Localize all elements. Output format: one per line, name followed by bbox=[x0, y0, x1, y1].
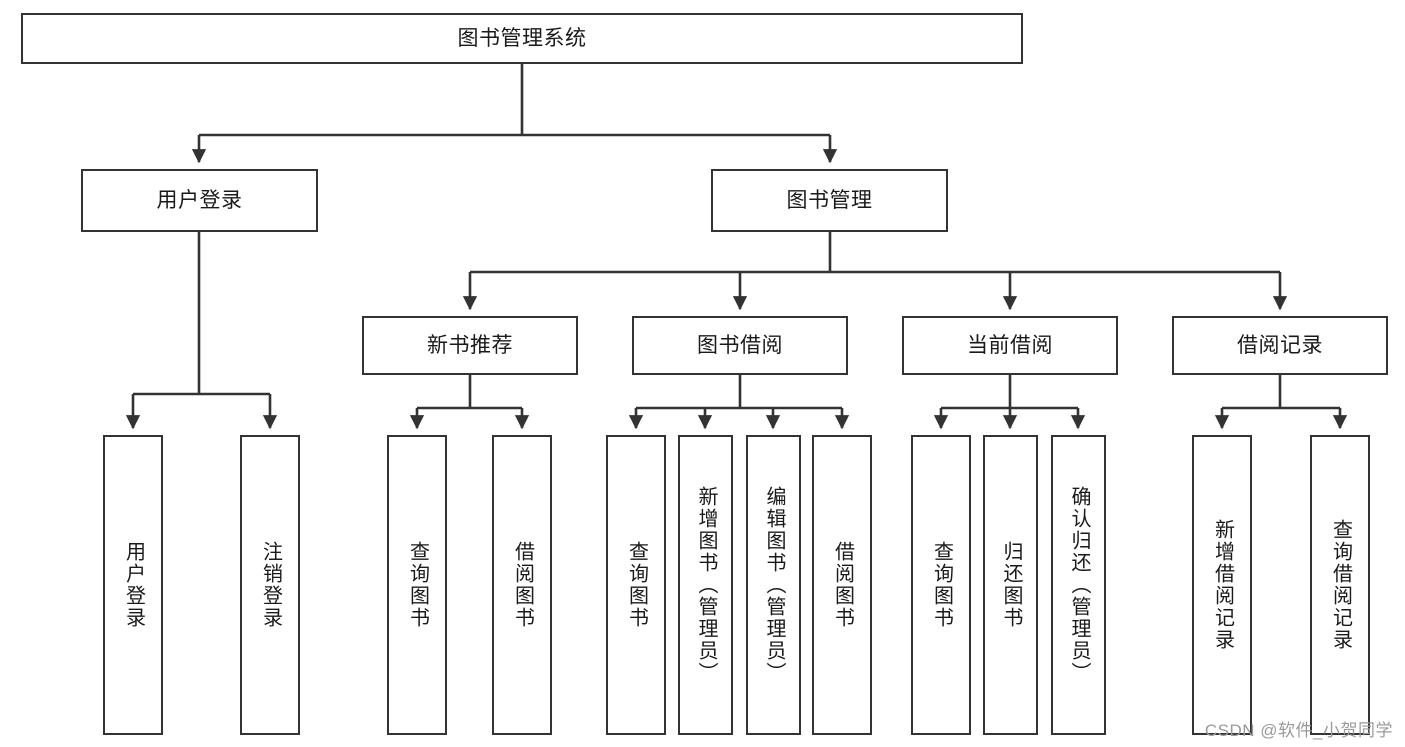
node-book-borrow-label: 图书借阅 bbox=[697, 333, 783, 357]
node-leaf-borrow-book-1[interactable]: 借阅图书 bbox=[492, 435, 552, 735]
node-leaf-user-login-label: 用户登录 bbox=[122, 541, 145, 629]
node-book-management[interactable]: 图书管理 bbox=[711, 169, 948, 232]
node-leaf-edit-book[interactable]: 编辑图书（管理员） bbox=[746, 435, 801, 735]
node-leaf-borrow-book-2-label: 借阅图书 bbox=[831, 541, 854, 629]
node-new-book-recommend[interactable]: 新书推荐 bbox=[362, 316, 578, 375]
node-leaf-query-book-3[interactable]: 查询图书 bbox=[911, 435, 971, 735]
node-leaf-logout[interactable]: 注销登录 bbox=[240, 435, 300, 735]
node-leaf-user-login[interactable]: 用户登录 bbox=[103, 435, 163, 735]
node-new-book-recommend-label: 新书推荐 bbox=[427, 333, 513, 357]
node-leaf-query-record-label: 查询借阅记录 bbox=[1329, 519, 1352, 651]
node-leaf-borrow-book-2[interactable]: 借阅图书 bbox=[812, 435, 872, 735]
node-leaf-return-book-label: 归还图书 bbox=[1000, 541, 1022, 629]
node-current-borrow[interactable]: 当前借阅 bbox=[902, 316, 1118, 375]
node-leaf-add-record[interactable]: 新增借阅记录 bbox=[1192, 435, 1252, 735]
node-leaf-add-record-label: 新增借阅记录 bbox=[1211, 519, 1234, 651]
node-user-login[interactable]: 用户登录 bbox=[81, 169, 318, 232]
node-book-management-label: 图书管理 bbox=[786, 188, 873, 212]
node-root[interactable]: 图书管理系统 bbox=[21, 13, 1023, 64]
node-leaf-borrow-book-1-label: 借阅图书 bbox=[511, 541, 534, 629]
node-leaf-query-book-3-label: 查询图书 bbox=[930, 541, 953, 629]
node-borrow-record-label: 借阅记录 bbox=[1237, 333, 1323, 357]
node-leaf-logout-label: 注销登录 bbox=[259, 541, 282, 629]
node-leaf-query-book-2[interactable]: 查询图书 bbox=[606, 435, 666, 735]
node-book-borrow[interactable]: 图书借阅 bbox=[632, 316, 848, 375]
node-leaf-query-book-1[interactable]: 查询图书 bbox=[387, 435, 447, 735]
node-current-borrow-label: 当前借阅 bbox=[967, 333, 1053, 357]
watermark-text: CSDN @软件_小贺同学 bbox=[1204, 721, 1393, 740]
node-leaf-return-book[interactable]: 归还图书 bbox=[983, 435, 1038, 735]
node-leaf-add-book-label: 新增图书（管理员） bbox=[695, 486, 717, 684]
node-leaf-add-book[interactable]: 新增图书（管理员） bbox=[678, 435, 733, 735]
node-leaf-confirm-return[interactable]: 确认归还（管理员） bbox=[1051, 435, 1106, 735]
node-leaf-query-book-2-label: 查询图书 bbox=[625, 541, 648, 629]
node-leaf-confirm-return-label: 确认归还（管理员） bbox=[1068, 486, 1090, 684]
node-leaf-edit-book-label: 编辑图书（管理员） bbox=[763, 486, 785, 684]
node-root-label: 图书管理系统 bbox=[457, 26, 587, 50]
node-leaf-query-book-1-label: 查询图书 bbox=[406, 541, 429, 629]
node-borrow-record[interactable]: 借阅记录 bbox=[1172, 316, 1388, 375]
node-leaf-query-record[interactable]: 查询借阅记录 bbox=[1310, 435, 1370, 735]
node-user-login-label: 用户登录 bbox=[156, 188, 243, 212]
